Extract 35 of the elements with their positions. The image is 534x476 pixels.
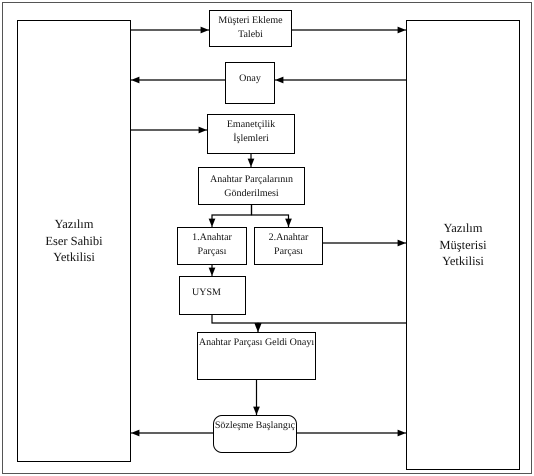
node-label: Anahtar Parçalarının Gönderilmesi (208, 173, 294, 200)
arrow (131, 76, 225, 84)
process-box (198, 167, 305, 205)
arrow (208, 265, 216, 276)
arrow (131, 26, 209, 34)
terminal-box (213, 415, 297, 453)
node-label: 2.Anahtar Parçası (268, 231, 310, 258)
node-label: Anahtar Parçası Geldi Onayı (198, 336, 314, 350)
arrow (254, 322, 406, 332)
arrow (248, 154, 254, 167)
process-box (225, 62, 275, 104)
actor-box (406, 20, 520, 470)
process-box (207, 114, 295, 154)
arrow (323, 240, 406, 246)
node-label: Emanetçilik İşlemleri (226, 118, 276, 145)
arrow (292, 26, 406, 34)
node-label: Sözleşme Başlangıç (214, 419, 296, 432)
process-box (177, 227, 247, 265)
process-box (254, 227, 323, 265)
arrow (131, 126, 207, 134)
arrow (253, 380, 260, 415)
process-box (179, 276, 246, 315)
arrow (250, 205, 292, 227)
arrow (297, 430, 406, 436)
process-box (209, 10, 292, 47)
node-label: Onay (239, 72, 261, 86)
node-label: UYSM (192, 286, 221, 300)
arrow (275, 76, 406, 84)
node-label: Müşteri Ekleme Talebi (217, 14, 284, 41)
actor-box (17, 20, 131, 462)
node-label: Yazılım Eser Sahibi Yetkilisi (44, 216, 104, 266)
arrow (131, 430, 213, 436)
process-box (197, 332, 316, 380)
node-label: Yazılım Müşterisi Yetkilisi (438, 220, 488, 270)
node-label: 1.Anahtar Parçası (191, 231, 233, 258)
